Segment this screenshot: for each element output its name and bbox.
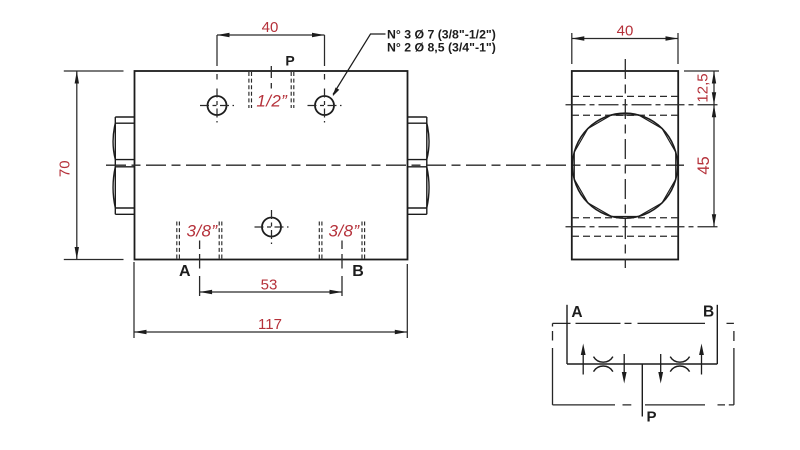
svg-text:45: 45 xyxy=(695,156,713,174)
svg-text:3/8”: 3/8” xyxy=(187,222,219,241)
svg-text:P: P xyxy=(285,53,294,69)
svg-text:40: 40 xyxy=(617,23,634,40)
svg-text:53: 53 xyxy=(261,277,278,294)
svg-text:40: 40 xyxy=(262,19,279,36)
svg-text:70: 70 xyxy=(57,160,74,177)
svg-text:P: P xyxy=(646,409,656,426)
svg-text:B: B xyxy=(352,263,364,280)
svg-text:3/8”: 3/8” xyxy=(329,222,361,241)
svg-text:A: A xyxy=(179,263,191,280)
svg-text:N° 2 Ø 8,5 (3/4"-1"): N° 2 Ø 8,5 (3/4"-1") xyxy=(387,41,496,55)
svg-text:N° 3 Ø 7 (3/8"-1/2"): N° 3 Ø 7 (3/8"-1/2") xyxy=(387,28,496,42)
svg-text:A: A xyxy=(571,304,582,321)
svg-text:1/2”: 1/2” xyxy=(256,92,288,111)
svg-text:12,5: 12,5 xyxy=(695,73,712,102)
svg-text:117: 117 xyxy=(258,316,282,333)
svg-text:B: B xyxy=(703,303,714,320)
